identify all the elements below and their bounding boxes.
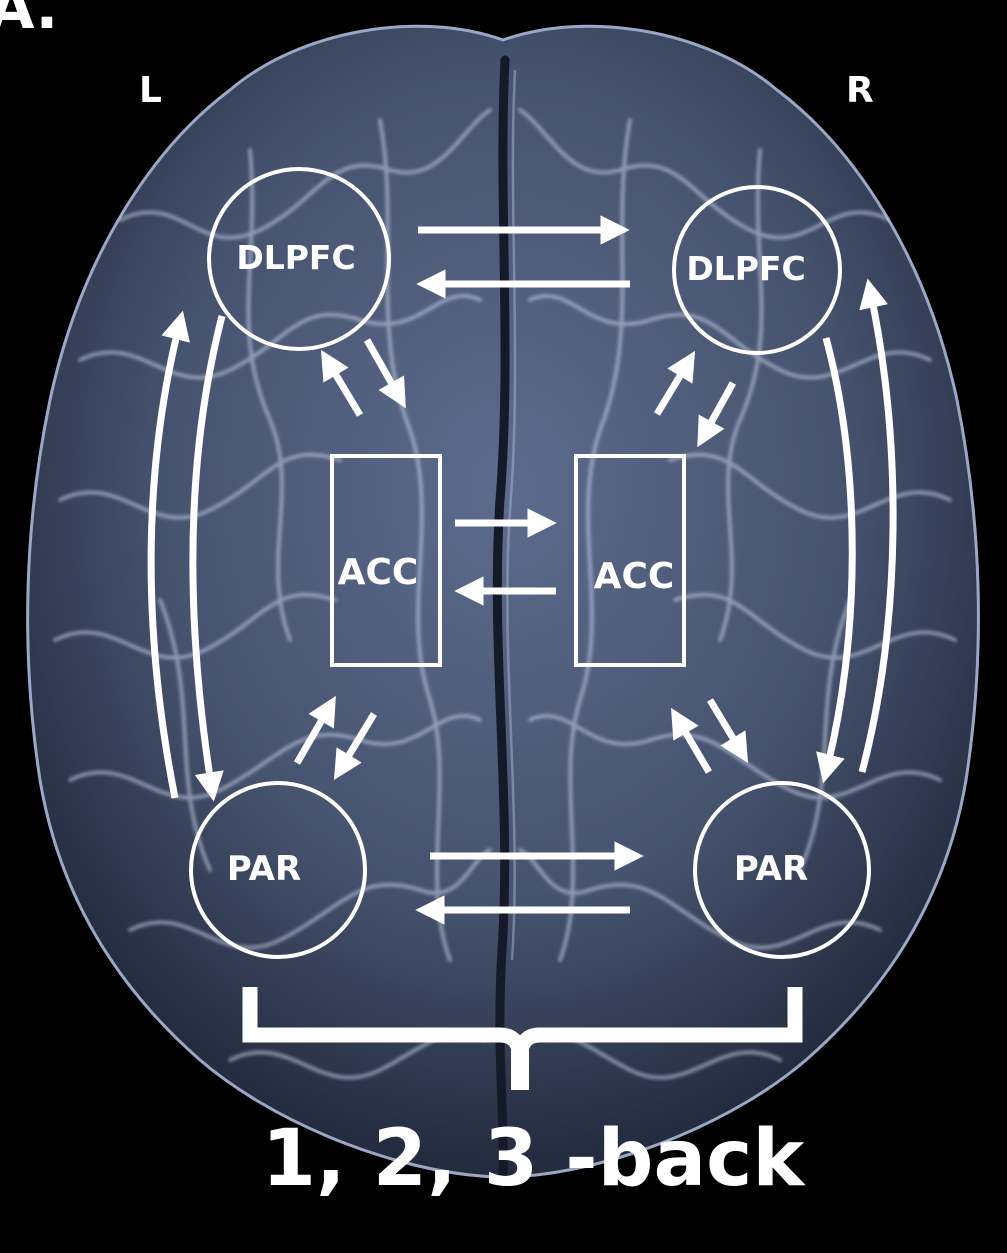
- acc-left-label: ACC: [338, 552, 419, 593]
- right-hemisphere-label: R: [846, 70, 874, 111]
- acc-right-label: ACC: [594, 556, 675, 597]
- dlpfc-right-label: DLPFC: [686, 249, 805, 288]
- par-right-label: PAR: [734, 849, 808, 889]
- task-label: 1, 2, 3 -back: [262, 1114, 807, 1204]
- dlpfc-left-label: DLPFC: [236, 238, 355, 277]
- brain-illustration: [28, 26, 979, 1178]
- left-hemisphere-label: L: [139, 70, 162, 111]
- panel-label: A.: [0, 0, 58, 43]
- task-bracket-stem: [511, 1040, 529, 1090]
- par-left-label: PAR: [227, 849, 301, 889]
